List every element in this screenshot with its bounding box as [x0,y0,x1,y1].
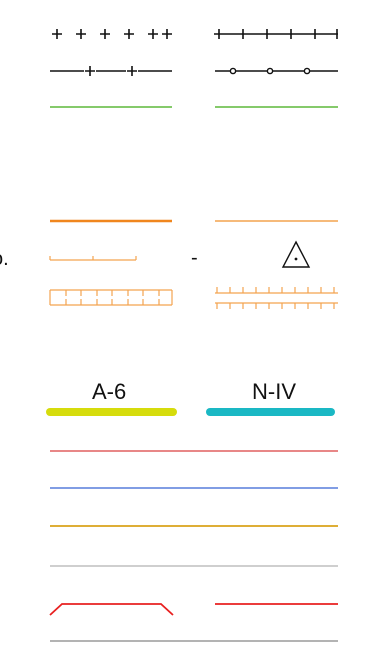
dash-plus-line-symbol-left [50,66,172,76]
road-label-n-iv: N-IV [252,379,296,404]
stray-text-left: o. [0,248,9,270]
road-label-a6: A-6 [92,379,127,404]
plus-dash-line-symbol-right [214,29,338,39]
warning-triangle-icon [281,240,311,268]
red-trapezoid-line-left [49,603,174,616]
crosses-line-symbol-left [52,29,172,39]
circle-node-line-symbol-right [215,67,338,75]
orange-tick-line-left [49,256,137,261]
orange-double-tick-line-right [215,287,338,309]
orange-ladder-line-left [49,289,173,306]
stray-dash: - [191,247,198,269]
